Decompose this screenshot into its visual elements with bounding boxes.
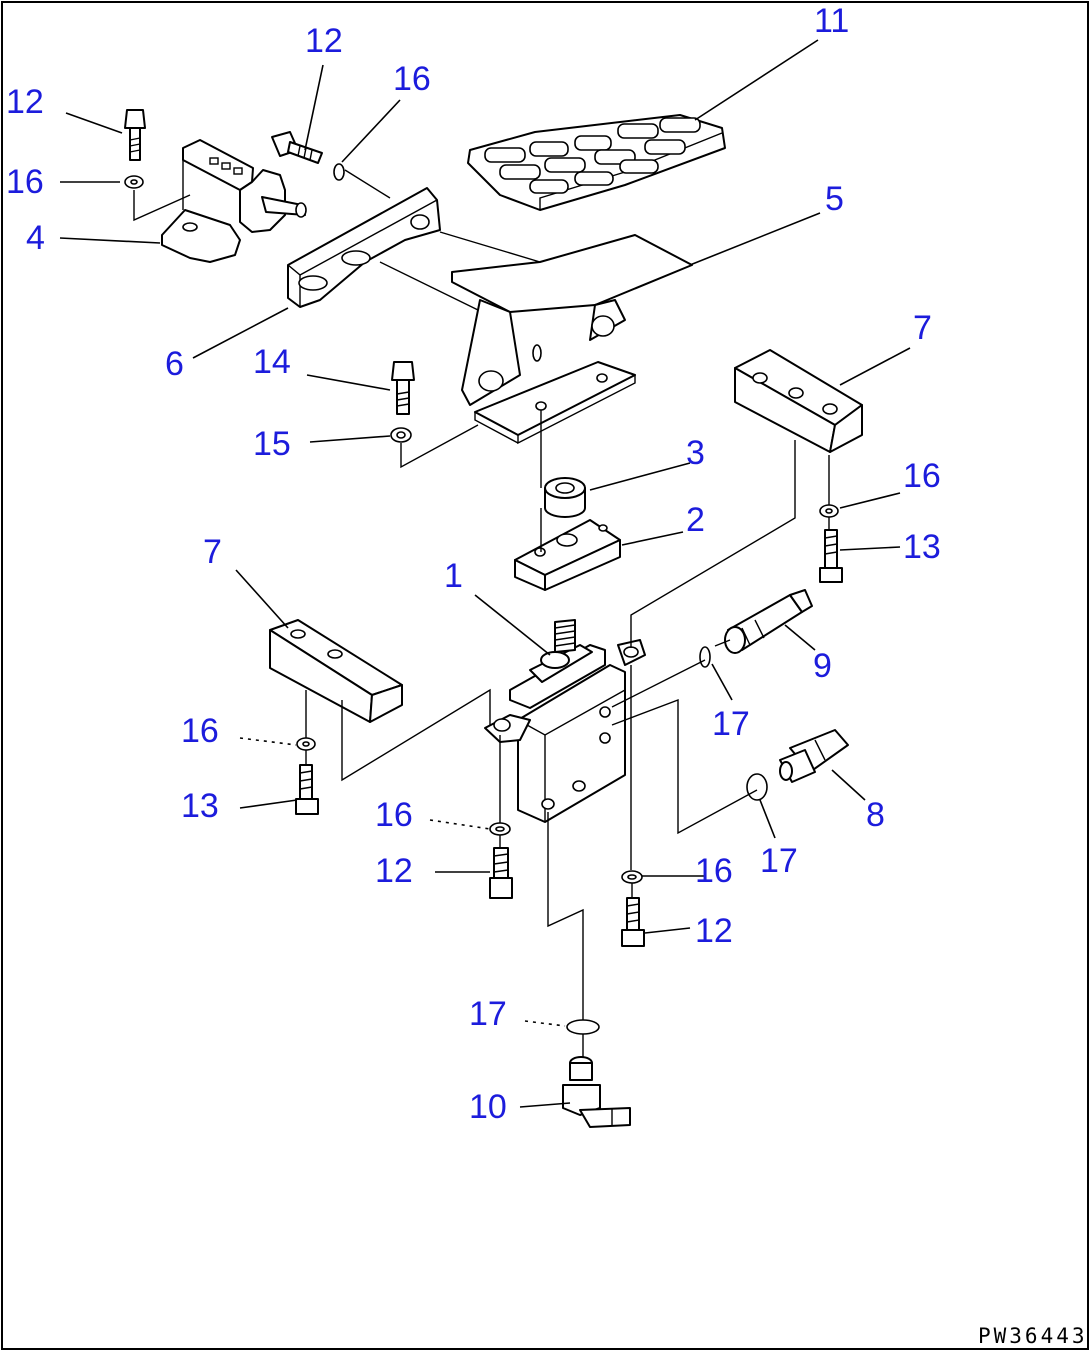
callout-16: 16 <box>695 852 733 890</box>
callout-3: 3 <box>686 434 705 472</box>
callout-labels: 11 12 16 12 16 4 5 6 14 15 7 3 16 2 13 7… <box>6 2 941 1126</box>
callout-16: 16 <box>6 163 44 201</box>
bolt-12-lower-right <box>621 897 645 947</box>
callout-11: 11 <box>814 2 849 40</box>
callout-10: 10 <box>469 1088 507 1126</box>
callout-1: 1 <box>444 557 463 595</box>
part-7-left-block <box>269 619 403 723</box>
callout-17: 17 <box>760 842 798 880</box>
part-11-pedal-pad <box>467 114 726 211</box>
part-5-mount-plate <box>474 361 636 445</box>
callout-13: 13 <box>903 528 941 566</box>
callout-16: 16 <box>393 60 431 98</box>
figure-code: PW36443 <box>978 1324 1088 1348</box>
callout-12: 12 <box>305 22 343 60</box>
callout-7: 7 <box>203 533 222 571</box>
assembly-lines <box>133 169 830 1057</box>
callout-7: 7 <box>913 309 932 347</box>
callout-4: 4 <box>26 219 45 257</box>
callout-15: 15 <box>253 425 291 463</box>
bolt-13-right <box>819 529 843 583</box>
callout-5: 5 <box>825 180 844 218</box>
callout-12: 12 <box>375 852 413 890</box>
callout-6: 6 <box>165 345 184 383</box>
callout-16: 16 <box>181 712 219 750</box>
callout-17: 17 <box>469 995 507 1033</box>
callout-14: 14 <box>253 343 291 381</box>
callout-2: 2 <box>686 501 705 539</box>
callout-12: 12 <box>695 912 733 950</box>
part-6-plate <box>287 187 441 308</box>
part-9-fitting <box>724 589 813 654</box>
callout-9: 9 <box>813 647 832 685</box>
bolt-14 <box>391 361 415 415</box>
callout-13: 13 <box>181 787 219 825</box>
callout-12: 12 <box>6 83 44 121</box>
part-4-hinge-bracket <box>161 139 307 263</box>
bolt-12-top <box>271 131 323 164</box>
part-1-valve <box>484 619 646 823</box>
part-2-block <box>514 519 621 591</box>
part-8-fitting <box>779 729 849 783</box>
callout-8: 8 <box>866 796 885 834</box>
bolt-12-center <box>489 847 513 899</box>
callout-16: 16 <box>903 457 941 495</box>
bolt-12-topleft <box>124 109 146 161</box>
leader-lines <box>59 39 911 1108</box>
part-3-spacer <box>544 477 586 518</box>
part-7-upper-block <box>734 349 863 453</box>
part-10-elbow <box>562 1056 631 1128</box>
callout-16: 16 <box>375 796 413 834</box>
bolt-13-left <box>295 764 319 815</box>
part-5-pedal-bracket <box>451 234 693 406</box>
callout-17: 17 <box>712 705 750 743</box>
